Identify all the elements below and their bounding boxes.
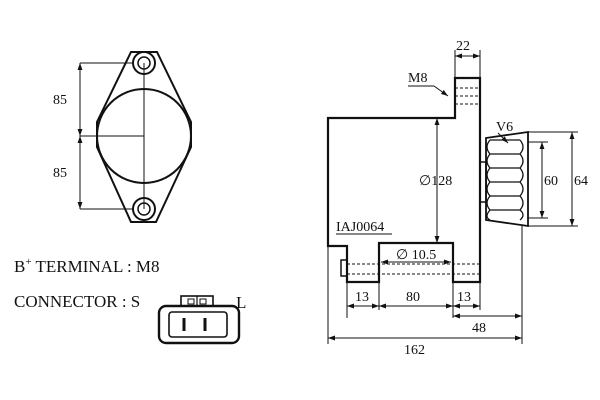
front-view	[77, 51, 192, 223]
dim-162-label: 162	[404, 343, 425, 358]
bolt-label: M8	[408, 71, 427, 86]
pulley-outer-label: 64	[574, 174, 588, 189]
dim-upper-label: 85	[53, 93, 67, 108]
diameter-label: ∅128	[419, 174, 452, 189]
hole-diameter-label: ∅ 10.5	[396, 248, 436, 263]
dim-13-left-label: 13	[355, 290, 369, 305]
part-number: IAJ0064	[336, 220, 384, 235]
dim-13-right-label: 13	[457, 290, 471, 305]
dim-48-label: 48	[472, 321, 486, 336]
pulley-grooves	[486, 139, 524, 221]
pulley-inner-label: 60	[544, 174, 558, 189]
dim-lower-label: 85	[53, 166, 67, 181]
connector-label: CONNECTOR : S	[14, 292, 140, 311]
pulley-label: V6	[496, 120, 513, 135]
connector-right-label: L	[236, 293, 246, 312]
connector-icon	[157, 295, 241, 345]
side-view	[326, 50, 578, 344]
b-terminal-note: B+ TERMINAL : M8	[14, 256, 160, 276]
v6-leader	[497, 132, 509, 144]
dim-80-label: 80	[406, 290, 420, 305]
bolt-boss	[340, 259, 348, 277]
dim-22-label: 22	[456, 39, 470, 54]
